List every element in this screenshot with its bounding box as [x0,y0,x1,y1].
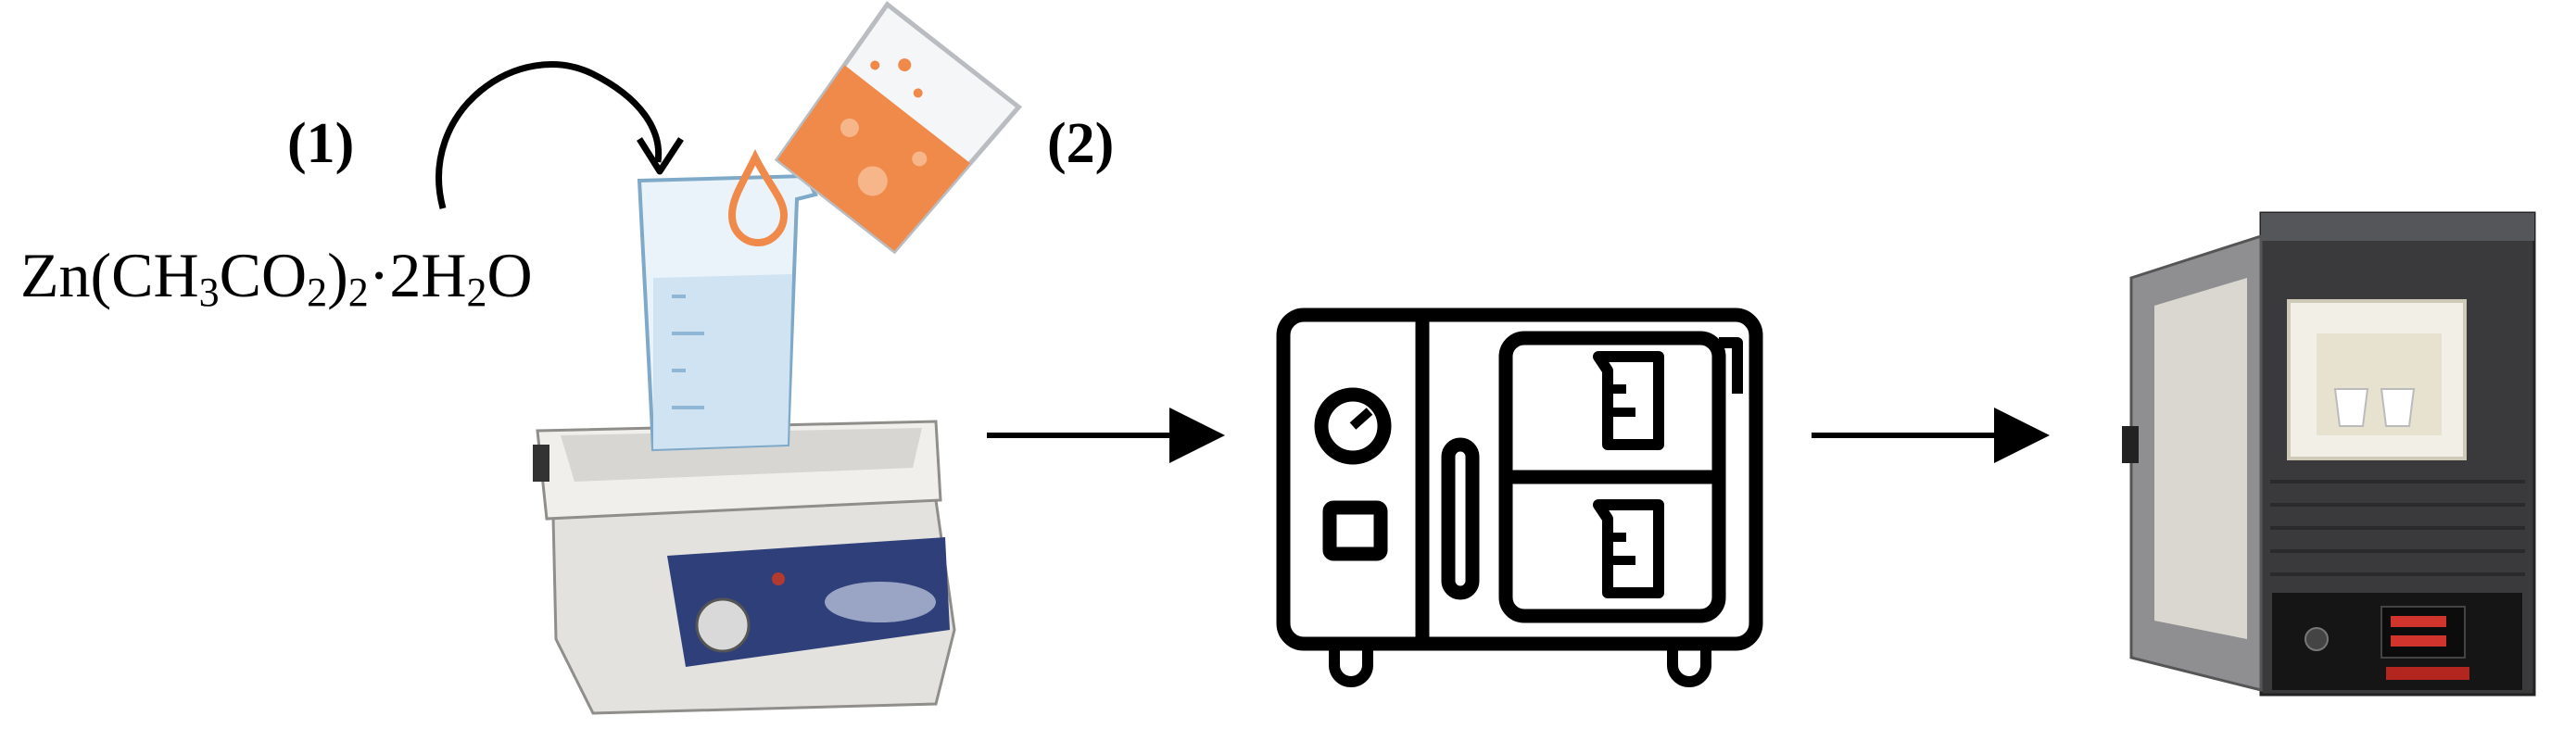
magnetic-stirrer-hotplate [533,420,956,715]
orange-droplet-icon [727,149,789,247]
step-1-label: (1) [287,112,355,175]
curved-addition-arrow [436,61,663,209]
step-2-label: (2) [1047,112,1115,175]
drying-oven-icon [1276,308,1763,687]
furnace-power-switch-icon [2305,627,2329,651]
stirrer-indicator-light-icon [772,572,785,585]
glass-beaker [637,173,818,452]
pouring-beaker [774,1,1023,255]
muffle-furnace [2122,211,2536,697]
curved-arrow-head-icon [637,137,684,175]
stirrer-knob-icon [695,597,751,653]
zinc-acetate-formula: Zn(CH3CO2)2·2H2O [20,240,533,315]
furnace-display [2380,606,2466,659]
